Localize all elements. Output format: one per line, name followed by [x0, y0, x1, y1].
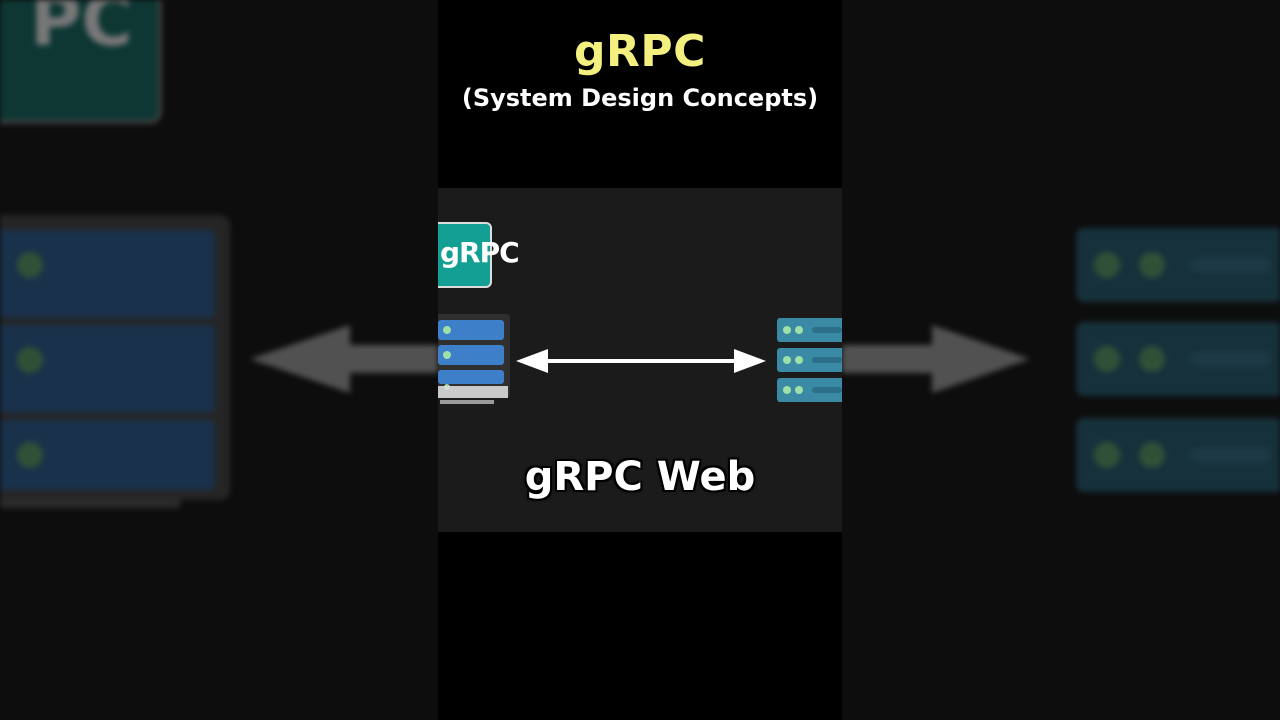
grpc-logo: gRPC	[438, 222, 520, 288]
diagram-caption: gRPC Web	[524, 454, 756, 500]
grpc-logo-text: gRPC	[440, 236, 520, 269]
svg-text:PC: PC	[30, 0, 133, 62]
blurred-arrow-left-icon	[250, 325, 438, 393]
blurred-server-icon	[1076, 228, 1280, 492]
blurred-backdrop-left: PC	[0, 0, 438, 720]
diagram-frame: gRPC	[438, 188, 842, 532]
blurred-backdrop-right	[842, 0, 1280, 720]
blurred-desktop-icon	[0, 215, 230, 508]
blurred-logo-icon: PC	[0, 0, 162, 124]
blurred-arrow-right-icon	[842, 325, 1030, 393]
page-subtitle: (System Design Concepts)	[461, 84, 819, 112]
server-rack-icon	[777, 318, 842, 402]
page-title: gRPC	[574, 26, 706, 77]
video-center-strip: gRPC (System Design Concepts) gRPC	[438, 0, 842, 720]
bidirectional-arrow-icon	[516, 349, 766, 373]
desktop-server-icon	[438, 314, 510, 404]
